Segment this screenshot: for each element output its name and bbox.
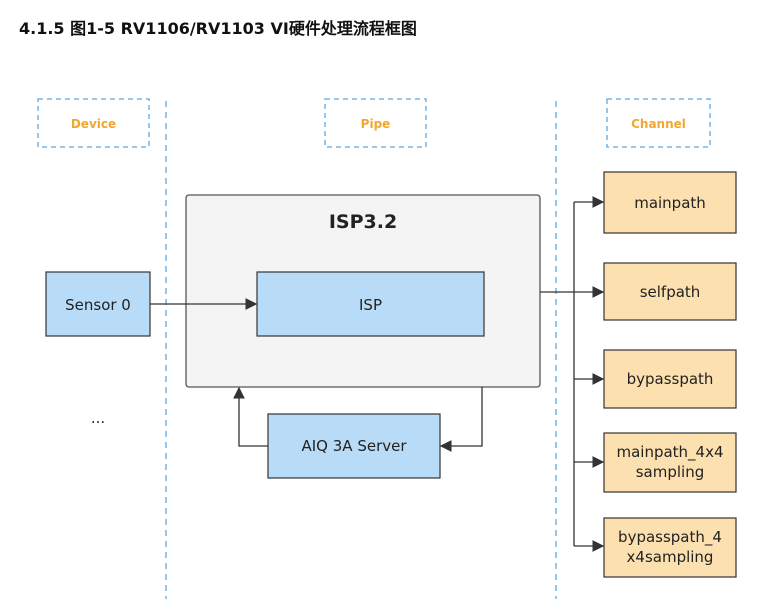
channel-bypasspath-4x4-label-line2: x4sampling: [627, 548, 714, 566]
channel-mainpath-4x4-label-line2: sampling: [636, 463, 705, 481]
column-header-channel-label: Channel: [631, 117, 686, 131]
aiq-label: AIQ 3A Server: [301, 437, 407, 455]
column-header-device: Device: [37, 98, 150, 148]
arrow-aiq-to-isp: [233, 386, 268, 447]
channel-mainpath-4x4-label-line1: mainpath_4x4: [616, 443, 723, 462]
sensor-label: Sensor 0: [65, 296, 131, 314]
channel-mainpath-label: mainpath: [634, 194, 706, 212]
isp-block: [256, 271, 485, 337]
channel-bypasspath: bypasspath: [574, 349, 737, 409]
column-header-pipe-label: Pipe: [361, 117, 391, 131]
channel-mainpath-4x4: mainpath_4x4 sampling: [574, 432, 737, 493]
column-header-pipe: Pipe: [324, 98, 427, 148]
channel-bypasspath-4x4: bypasspath_4 x4sampling: [574, 517, 737, 578]
isp32-title: ISP3.2: [329, 211, 397, 233]
column-header-channel: Channel: [606, 98, 711, 148]
channel-bypasspath-label: bypasspath: [627, 370, 714, 388]
channel-selfpath-label: selfpath: [640, 283, 701, 301]
channel-bypasspath-4x4-label-line1: bypasspath_4: [618, 528, 722, 547]
column-header-device-label: Device: [71, 117, 116, 131]
sensor-block: [45, 271, 151, 337]
more-sensors-ellipsis: ...: [91, 409, 105, 427]
channel-selfpath: selfpath: [574, 262, 737, 321]
page-heading: 4.1.5 图1-5 RV1106/RV1103 VI硬件处理流程框图: [19, 19, 417, 38]
arrow-isp-to-aiq: [439, 387, 483, 452]
channel-mainpath: mainpath: [574, 171, 737, 234]
isp-label: ISP: [359, 296, 382, 314]
